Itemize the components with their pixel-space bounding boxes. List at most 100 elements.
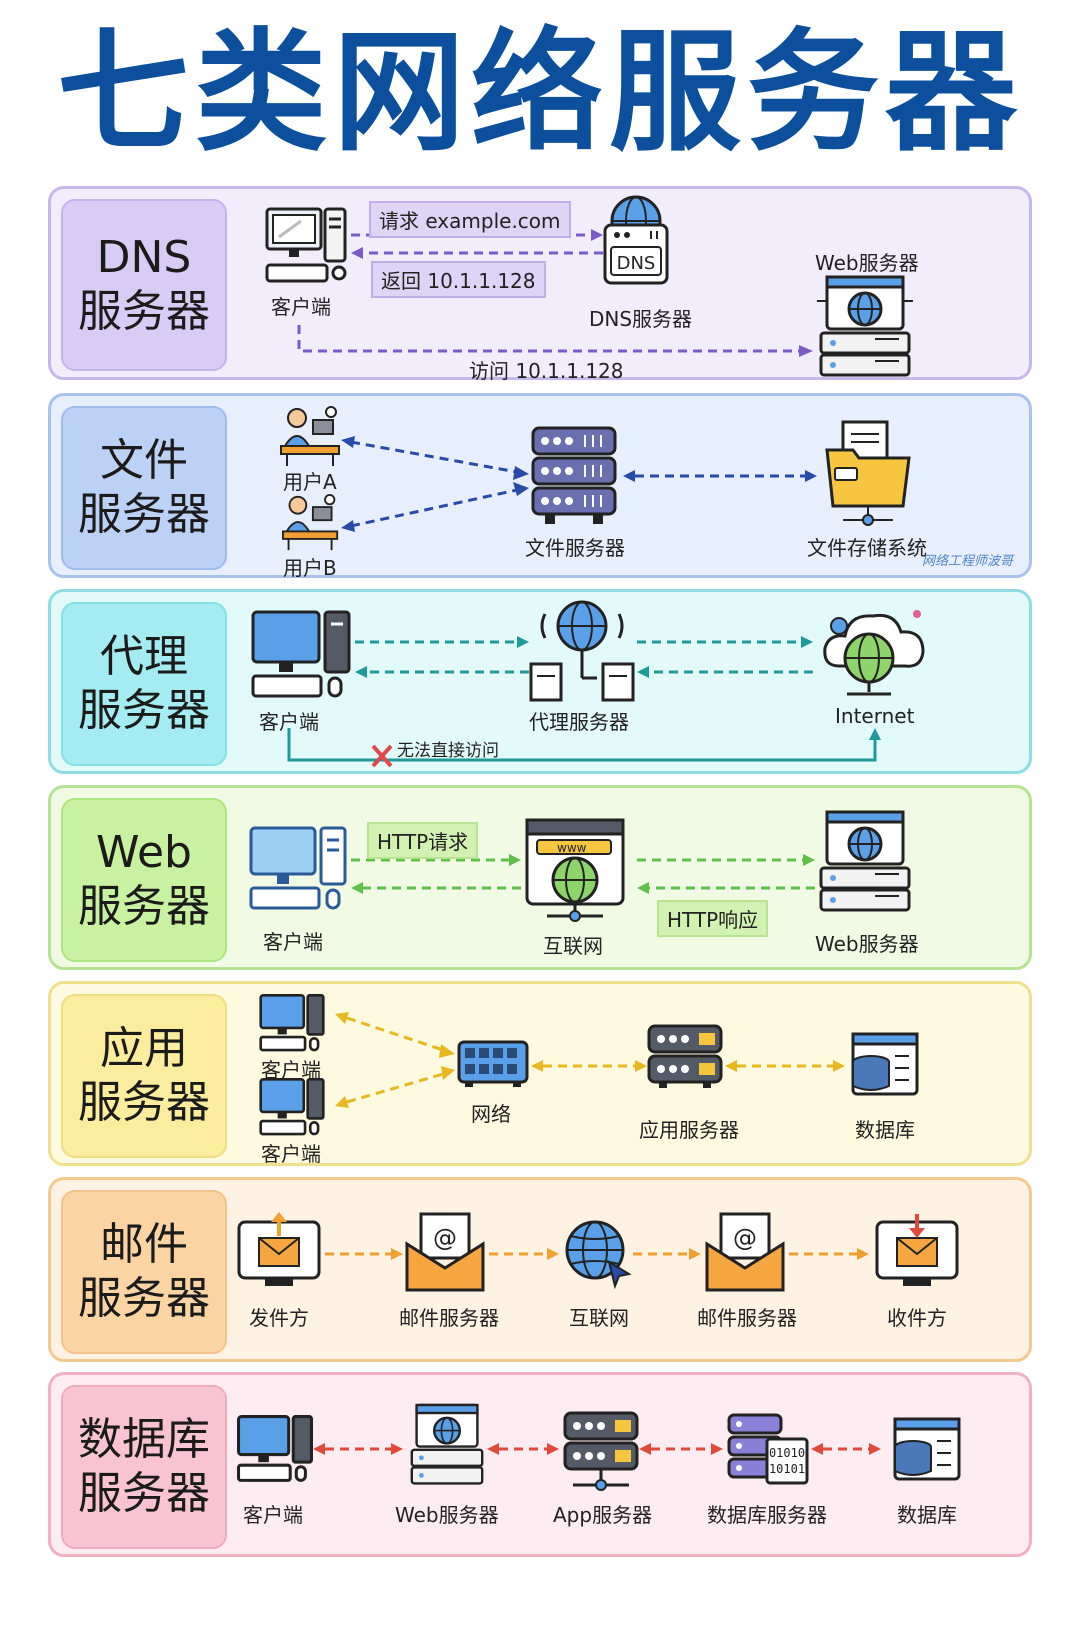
db-server-icon: 01010 10101 bbox=[727, 1413, 809, 1485]
panel-label-line-1: 文件 bbox=[100, 435, 188, 486]
panel-label-line-2: 服务器 bbox=[78, 1077, 210, 1128]
panel-label-line-2: 服务器 bbox=[78, 881, 210, 932]
panel-db: 数据库 服务器 客户端 Web服务器 bbox=[48, 1372, 1032, 1557]
internet-cloud-icon bbox=[823, 610, 925, 696]
binary-line-2: 10101 bbox=[769, 1462, 805, 1476]
panel-label-mail: 邮件 服务器 bbox=[61, 1190, 227, 1354]
user-a-label: 用户A bbox=[283, 470, 337, 494]
web-flow-arrows bbox=[351, 854, 815, 894]
panel-label-proxy: 代理 服务器 bbox=[61, 602, 227, 766]
proxy-blocked-label: 无法直接访问 bbox=[397, 741, 499, 761]
panel-label-db: 数据库 服务器 bbox=[61, 1385, 227, 1549]
dns-request-tag: 请求 example.com bbox=[369, 201, 571, 238]
svg-text:@: @ bbox=[433, 1224, 457, 1252]
mail-sender-label: 发件方 bbox=[249, 1306, 309, 1330]
web-request-tag: HTTP请求 bbox=[367, 822, 479, 859]
panel-label-line-1: 代理 bbox=[100, 631, 188, 682]
dns-server-icon: DNS bbox=[603, 195, 669, 285]
panel-web: Web 服务器 HTTP请求 HTTP响应 客户端 www 互联网 bbox=[48, 785, 1032, 970]
mail-server-2-label: 邮件服务器 bbox=[697, 1306, 797, 1330]
file-server-label: 文件服务器 bbox=[525, 536, 625, 560]
panel-file: 文件 服务器 用户A 用户B bbox=[48, 393, 1032, 580]
panel-label-dns: DNS 服务器 bbox=[61, 199, 227, 371]
mail-server-1-label: 邮件服务器 bbox=[399, 1306, 499, 1330]
app-client-2-label: 客户端 bbox=[261, 1142, 321, 1166]
mail-receiver-label: 收件方 bbox=[887, 1306, 947, 1330]
db-database-label: 数据库 bbox=[897, 1503, 957, 1527]
db-app-server-label: App服务器 bbox=[553, 1503, 653, 1527]
panel-app: 应用 服务器 客户端 客户端 网络 bbox=[48, 981, 1032, 1166]
app-client-1-label: 客户端 bbox=[261, 1058, 321, 1082]
web-server-label: Web服务器 bbox=[815, 932, 919, 956]
dns-visit-label: 访问 10.1.1.128 bbox=[469, 359, 624, 383]
page-title: 七类网络服务器 bbox=[57, 16, 1023, 170]
proxy-flow-arrows bbox=[287, 636, 881, 768]
dns-client-label: 客户端 bbox=[271, 295, 331, 319]
mail-internet-label: 互联网 bbox=[569, 1306, 629, 1330]
binary-line-1: 01010 bbox=[769, 1446, 805, 1460]
receiver-mail-icon bbox=[875, 1214, 959, 1286]
desktop-computer-icon bbox=[259, 994, 325, 1052]
network-switch-icon bbox=[457, 1040, 529, 1087]
web-internet-label: 互联网 bbox=[543, 934, 603, 958]
dns-server-label: DNS服务器 bbox=[589, 307, 693, 331]
user-b-label: 用户B bbox=[283, 556, 337, 580]
file-storage-label: 文件存储系统 bbox=[807, 536, 927, 560]
panel-label-line-1: 数据库 bbox=[78, 1414, 210, 1465]
desktop-computer-icon bbox=[249, 826, 347, 910]
proxy-server-icon bbox=[529, 600, 635, 702]
app-network-label: 网络 bbox=[471, 1102, 511, 1126]
sender-mail-icon bbox=[237, 1212, 321, 1286]
panel-label-line-2: 服务器 bbox=[78, 489, 210, 540]
file-flow-arrows bbox=[341, 436, 817, 532]
web-client-label: 客户端 bbox=[263, 930, 323, 954]
panel-dns: DNS 服务器 请求 example.com 返回 10.1.1.128 访问 … bbox=[48, 186, 1032, 383]
app-server-label: 应用服务器 bbox=[639, 1118, 739, 1142]
panel-mail: 邮件 服务器 发件方 @ 邮件服务器 互联网 @ bbox=[48, 1177, 1032, 1362]
db-client-label: 客户端 bbox=[243, 1503, 303, 1527]
mail-server-icon: @ bbox=[705, 1212, 785, 1292]
panel-label-app: 应用 服务器 bbox=[61, 994, 227, 1158]
folder-storage-icon bbox=[825, 420, 911, 526]
panel-label-line-2: 服务器 bbox=[78, 685, 210, 736]
dns-reply-tag: 返回 10.1.1.128 bbox=[371, 261, 546, 298]
svg-text:@: @ bbox=[733, 1224, 757, 1252]
dns-web-server-label: Web服务器 bbox=[815, 251, 919, 275]
www-text: www bbox=[557, 841, 587, 855]
proxy-internet-label: Internet bbox=[835, 704, 915, 728]
desktop-computer-icon bbox=[265, 207, 347, 283]
app-flow-arrows bbox=[335, 1012, 845, 1108]
panel-label-web: Web 服务器 bbox=[61, 798, 227, 962]
panel-label-file: 文件 服务器 bbox=[61, 406, 227, 570]
app-database-label: 数据库 bbox=[855, 1118, 915, 1142]
user-b-icon bbox=[282, 494, 339, 551]
proxy-client-label: 客户端 bbox=[259, 710, 319, 734]
panel-label-line-1: 邮件 bbox=[100, 1219, 188, 1270]
user-a-icon bbox=[280, 406, 340, 466]
web-response-tag: HTTP响应 bbox=[657, 900, 769, 937]
internet-globe-icon bbox=[565, 1220, 632, 1290]
db-web-server-label: Web服务器 bbox=[395, 1503, 499, 1527]
desktop-computer-icon bbox=[237, 1415, 313, 1482]
app-server-icon bbox=[647, 1024, 723, 1088]
panel-label-line-1: Web bbox=[96, 827, 192, 878]
database-icon bbox=[851, 1032, 919, 1096]
watermark: 网络工程师波哥 bbox=[921, 554, 1013, 569]
mail-server-icon: @ bbox=[405, 1212, 485, 1292]
mail-flow-arrows bbox=[325, 1248, 869, 1260]
panel-label-line-1: DNS bbox=[96, 232, 192, 283]
db-flow-arrows bbox=[313, 1443, 881, 1455]
proxy-server-label: 代理服务器 bbox=[529, 710, 629, 734]
panel-proxy: 代理 服务器 客户端 代理服务器 bbox=[48, 589, 1032, 774]
app-server-icon bbox=[563, 1411, 639, 1491]
web-server-icon bbox=[410, 1403, 484, 1485]
panel-label-line-2: 服务器 bbox=[78, 286, 210, 337]
file-server-icon bbox=[531, 426, 617, 524]
browser-globe-icon: www bbox=[525, 818, 625, 922]
dns-badge-text: DNS bbox=[617, 253, 656, 274]
desktop-computer-icon bbox=[251, 610, 351, 698]
panel-label-line-1: 应用 bbox=[100, 1023, 188, 1074]
desktop-computer-icon bbox=[259, 1078, 325, 1136]
web-server-icon bbox=[817, 275, 913, 377]
database-icon bbox=[893, 1417, 961, 1481]
